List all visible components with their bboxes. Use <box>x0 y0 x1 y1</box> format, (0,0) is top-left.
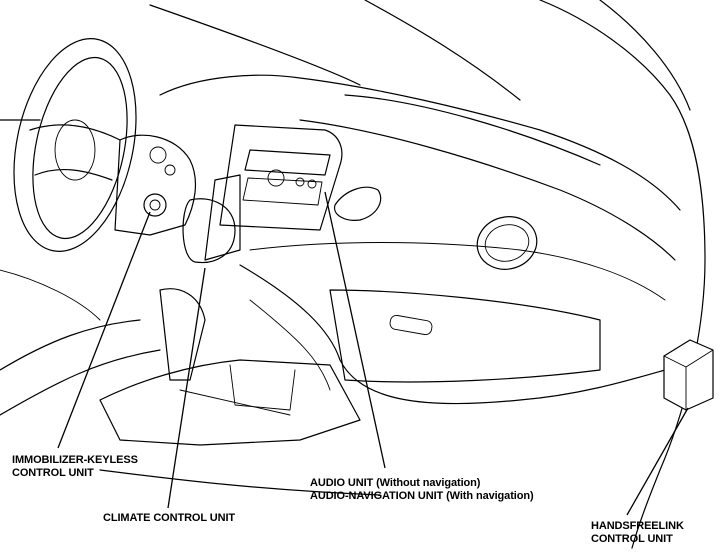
steering-wheel <box>13 38 137 252</box>
glove-box <box>329 289 601 383</box>
floor-console <box>0 288 381 496</box>
label-handsfreelink-line1: HANDSFREELINK <box>591 520 684 532</box>
air-vent-center <box>334 186 382 221</box>
label-climate-control-unit: CLIMATE CONTROL UNIT <box>103 512 235 525</box>
label-audio-line2: AUDIO-NAVIGATION UNIT (With navigation) <box>310 490 534 502</box>
label-immobilizer-line2: CONTROL UNIT <box>12 467 94 479</box>
handsfreelink-unit-drawing <box>663 339 714 411</box>
dashboard-body <box>159 74 681 405</box>
leader-lines <box>57 191 689 516</box>
label-audio-line1: AUDIO UNIT (Without navigation) <box>310 477 481 489</box>
ignition-switch <box>143 193 167 217</box>
label-handsfreelink-line2: CONTROL UNIT <box>591 533 673 545</box>
leader-line-immobilizer <box>57 211 151 449</box>
windshield-frame <box>149 0 706 549</box>
label-audio-unit: AUDIO UNIT (Without navigation) AUDIO-NA… <box>310 477 534 503</box>
steering-column <box>114 134 196 236</box>
left-side-panel <box>0 119 101 321</box>
label-handsfreelink-control-unit: HANDSFREELINK CONTROL UNIT <box>591 520 684 546</box>
leader-line-audio <box>324 191 386 469</box>
label-immobilizer-line1: IMMOBILIZER-KEYLESS <box>12 454 138 466</box>
label-immobilizer-keyless-control-unit: IMMOBILIZER-KEYLESS CONTROL UNIT <box>12 454 138 480</box>
label-climate-line1: CLIMATE CONTROL UNIT <box>103 512 236 524</box>
air-vent-right <box>476 216 538 270</box>
leader-line-climate <box>167 267 206 509</box>
leader-line-handsfreelink <box>626 407 689 516</box>
center-stack <box>182 124 343 264</box>
